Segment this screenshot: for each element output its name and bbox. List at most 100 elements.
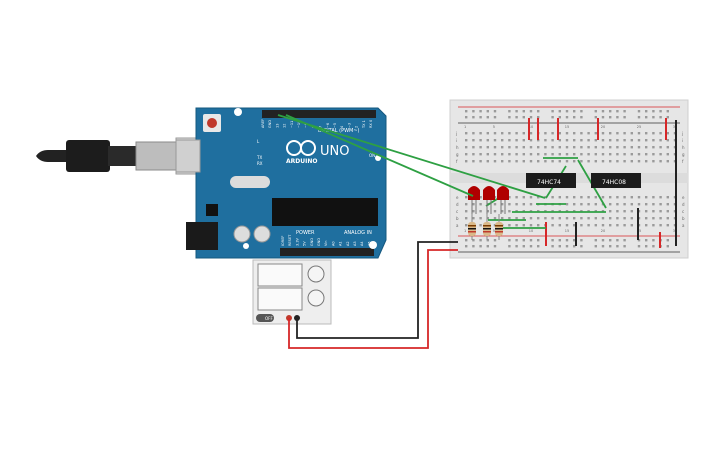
breadboard-hole[interactable] [565, 203, 569, 206]
rail-hole[interactable] [666, 245, 669, 248]
rail-hole[interactable] [493, 245, 497, 248]
breadboard-hole[interactable] [522, 196, 525, 199]
breadboard-hole[interactable] [616, 203, 619, 206]
breadboard-hole[interactable] [551, 196, 554, 199]
breadboard-hole[interactable] [630, 217, 633, 220]
breadboard-hole[interactable] [645, 146, 648, 149]
rail-hole[interactable] [522, 110, 525, 113]
breadboard-hole[interactable] [544, 196, 547, 199]
resistor-group[interactable] [468, 214, 503, 240]
breadboard-hole[interactable] [515, 196, 518, 199]
breadboard-hole[interactable] [652, 217, 655, 220]
breadboard-hole[interactable] [573, 139, 576, 142]
breadboard-hole[interactable] [558, 132, 561, 135]
breadboard-hole[interactable] [652, 160, 655, 163]
breadboard-hole[interactable] [472, 203, 475, 206]
rail-hole[interactable] [472, 116, 475, 119]
resistor-1[interactable] [468, 214, 476, 240]
breadboard-hole[interactable] [652, 146, 655, 149]
breadboard-hole[interactable] [616, 217, 619, 220]
breadboard-hole[interactable] [652, 132, 655, 135]
breadboard-hole[interactable] [609, 139, 612, 142]
breadboard-hole[interactable] [580, 224, 583, 227]
resistor-2[interactable] [483, 214, 491, 240]
breadboard-hole[interactable] [630, 224, 633, 227]
breadboard-hole[interactable] [472, 132, 475, 135]
chip-74hc08[interactable]: 74HC08 [591, 173, 641, 188]
breadboard-hole[interactable] [666, 217, 669, 220]
breadboard-hole[interactable] [666, 146, 669, 149]
rail-hole[interactable] [573, 245, 576, 248]
breadboard-hole[interactable] [558, 153, 561, 156]
breadboard-hole[interactable] [652, 139, 655, 142]
rail-hole[interactable] [508, 239, 511, 242]
breadboard-hole[interactable] [486, 132, 489, 135]
rail-hole[interactable] [601, 245, 605, 248]
breadboard-hole[interactable] [616, 160, 619, 163]
rail-hole[interactable] [551, 245, 554, 248]
breadboard-hole[interactable] [551, 146, 554, 149]
breadboard-hole[interactable] [623, 139, 626, 142]
breadboard-hole[interactable] [601, 132, 605, 135]
rail-hole[interactable] [508, 245, 511, 248]
rail-hole[interactable] [616, 245, 619, 248]
rail-hole[interactable] [580, 239, 583, 242]
rail-hole[interactable] [529, 110, 533, 113]
breadboard-hole[interactable] [537, 153, 540, 156]
breadboard-hole[interactable] [493, 203, 497, 206]
breadboard-hole[interactable] [465, 224, 468, 227]
rail-hole[interactable] [465, 116, 468, 119]
breadboard-hole[interactable] [565, 132, 569, 135]
breadboard-hole[interactable] [472, 217, 475, 220]
rail-hole[interactable] [594, 116, 597, 119]
breadboard-hole[interactable] [666, 203, 669, 206]
breadboard-hole[interactable] [623, 196, 626, 199]
breadboard-hole[interactable] [479, 160, 482, 163]
breadboard-hole[interactable] [645, 160, 648, 163]
breadboard-hole[interactable] [645, 210, 648, 213]
breadboard-hole[interactable] [659, 146, 662, 149]
breadboard-hole[interactable] [645, 139, 648, 142]
breadboard-hole[interactable] [616, 210, 619, 213]
breadboard-hole[interactable] [465, 132, 468, 135]
breadboard-hole[interactable] [630, 160, 633, 163]
rail-hole[interactable] [623, 239, 626, 242]
breadboard-hole[interactable] [609, 224, 612, 227]
rail-hole[interactable] [529, 239, 533, 242]
breadboard-hole[interactable] [465, 146, 468, 149]
rail-hole[interactable] [465, 239, 468, 242]
breadboard-hole[interactable] [666, 139, 669, 142]
rail-hole[interactable] [465, 110, 468, 113]
rail-hole[interactable] [537, 116, 540, 119]
rail-hole[interactable] [522, 116, 525, 119]
rail-hole[interactable] [472, 110, 475, 113]
breadboard-hole[interactable] [601, 146, 605, 149]
breadboard-hole[interactable] [565, 224, 569, 227]
breadboard-hole[interactable] [573, 153, 576, 156]
rail-hole[interactable] [645, 116, 648, 119]
breadboard-hole[interactable] [529, 139, 533, 142]
breadboard-hole[interactable] [601, 160, 605, 163]
rail-hole[interactable] [551, 116, 554, 119]
led-1[interactable] [468, 186, 480, 214]
breadboard-hole[interactable] [486, 146, 489, 149]
rail-hole[interactable] [472, 239, 475, 242]
breadboard-hole[interactable] [508, 153, 511, 156]
rail-hole[interactable] [565, 116, 569, 119]
breadboard-hole[interactable] [479, 217, 482, 220]
breadboard-hole[interactable] [501, 203, 504, 206]
breadboard-hole[interactable] [637, 132, 641, 135]
breadboard-hole[interactable] [529, 160, 533, 163]
breadboard-hole[interactable] [645, 203, 648, 206]
breadboard-hole[interactable] [465, 210, 468, 213]
breadboard-hole[interactable] [515, 132, 518, 135]
rail-hole[interactable] [558, 245, 561, 248]
rail-hole[interactable] [493, 116, 497, 119]
breadboard-hole[interactable] [609, 217, 612, 220]
breadboard-hole[interactable] [529, 196, 533, 199]
rail-hole[interactable] [637, 239, 641, 242]
breadboard-hole[interactable] [594, 217, 597, 220]
breadboard-hole[interactable] [616, 196, 619, 199]
breadboard-hole[interactable] [652, 153, 655, 156]
breadboard-hole[interactable] [472, 210, 475, 213]
